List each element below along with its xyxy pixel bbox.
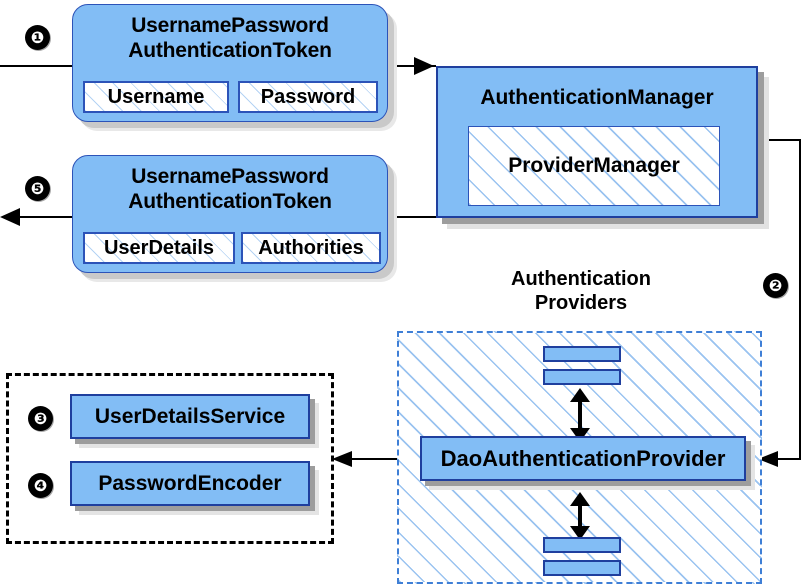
connector-provider-chain-bottom bbox=[578, 500, 582, 532]
step-badge-1: ❶ bbox=[25, 25, 50, 50]
step-badge-4: ❹ bbox=[28, 473, 53, 498]
dao-authentication-provider-box: DaoAuthenticationProvider bbox=[420, 436, 746, 481]
provider-manager-box: ProviderManager bbox=[468, 126, 720, 206]
connector-provider-chain-top bbox=[578, 396, 582, 434]
request-token-title: UsernamePassword AuthenticationToken bbox=[73, 13, 387, 63]
arrowhead-provider-chain-top-up bbox=[570, 388, 590, 402]
step-badge-2: ❷ bbox=[763, 273, 788, 298]
authentication-manager-title: AuthenticationManager bbox=[480, 86, 714, 109]
connector-outgoing-response bbox=[18, 216, 74, 218]
response-token-slot-userdetails: UserDetails bbox=[83, 232, 235, 264]
arrowhead-to-services bbox=[332, 451, 352, 467]
password-encoder-box: PasswordEncoder bbox=[70, 461, 310, 506]
connector-manager-to-response-token bbox=[388, 216, 438, 218]
provider-placeholder-top-2 bbox=[543, 369, 621, 385]
connector-manager-down bbox=[799, 139, 801, 459]
arrowhead-provider-chain-bottom-up bbox=[570, 492, 590, 506]
response-authentication-token: UsernamePassword AuthenticationToken Use… bbox=[72, 155, 388, 273]
authentication-providers-label-line1: Authentication bbox=[511, 268, 651, 290]
user-details-service-box: UserDetailsService bbox=[70, 394, 310, 439]
response-token-title-line2: AuthenticationToken bbox=[128, 190, 332, 213]
response-token-title-line1: UsernamePassword bbox=[131, 165, 329, 188]
arrowhead-to-manager bbox=[414, 57, 434, 75]
provider-placeholder-bottom-1 bbox=[543, 537, 621, 553]
request-token-slot-password: Password bbox=[238, 81, 378, 113]
connector-incoming-request bbox=[0, 65, 74, 67]
arrowhead-into-dao-provider bbox=[758, 451, 778, 467]
response-token-title: UsernamePassword AuthenticationToken bbox=[73, 164, 387, 214]
request-authentication-token: UsernamePassword AuthenticationToken Use… bbox=[72, 4, 388, 122]
arrowhead-provider-chain-bottom-down bbox=[570, 526, 590, 540]
request-token-title-line1: UsernamePassword bbox=[131, 14, 329, 37]
response-token-slot-authorities: Authorities bbox=[241, 232, 381, 264]
connector-manager-right-stub bbox=[758, 139, 801, 141]
request-token-title-line2: AuthenticationToken bbox=[128, 39, 332, 62]
authentication-manager-box: AuthenticationManager ProviderManager bbox=[436, 66, 758, 218]
arrowhead-outgoing-response bbox=[0, 208, 20, 226]
connector-token-to-manager bbox=[388, 65, 436, 67]
provider-placeholder-top-1 bbox=[543, 346, 621, 362]
request-token-slot-username: Username bbox=[83, 81, 229, 113]
step-badge-3: ❸ bbox=[28, 406, 53, 431]
connector-dao-to-services bbox=[352, 458, 414, 460]
provider-placeholder-bottom-2 bbox=[543, 560, 621, 576]
authentication-providers-label-line2: Providers bbox=[534, 292, 628, 314]
connector-into-dao-provider bbox=[778, 458, 801, 460]
authentication-providers-label: Authentication Providers bbox=[470, 267, 692, 315]
step-badge-5: ❺ bbox=[25, 176, 50, 201]
